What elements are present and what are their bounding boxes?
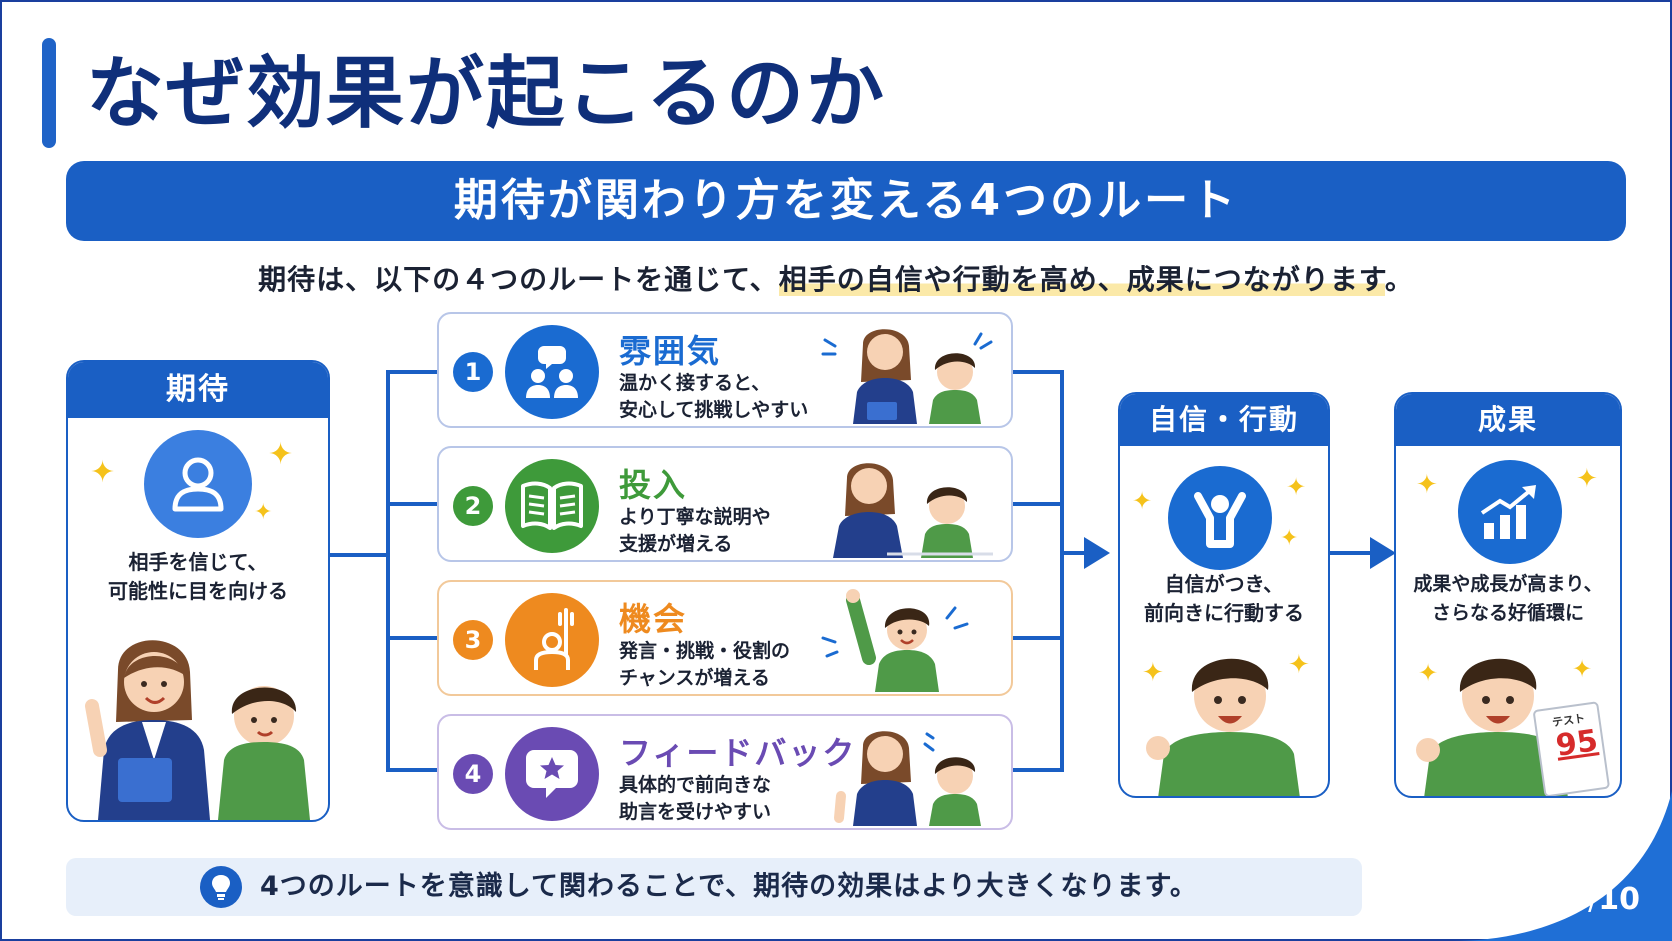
connector-line [1062,551,1088,555]
connector-line [386,636,437,640]
connector-line [1013,370,1062,374]
lightbulb-icon [200,866,242,908]
sparkle-icon: ✦ [1280,526,1299,551]
route-desc-line-2: 支援が増える [619,533,733,555]
teacher-talking-illustration [821,329,993,424]
lead-text-after: 。 [1384,263,1414,296]
confident-student-illustration [1146,658,1300,796]
route-description: 具体的で前向きな 助言を受けやすい [619,772,771,826]
route-title: フィードバック [619,734,857,772]
title-accent-bar [42,38,56,148]
page-total: 10 [1598,882,1640,917]
page-separator: / [1588,882,1599,917]
route-description: より丁寧な説明や 支援が増える [619,504,771,558]
connector-line [1013,636,1062,640]
route-desc-line-2: 助言を受けやすい [619,801,772,823]
route-number-badge: 1 [453,352,493,392]
teacher-student-illustration [85,640,310,820]
star-speech-icon [505,727,599,821]
route-number-badge: 4 [453,754,493,794]
result-panel: 成果 ✦ ✦ 成果や成長が高まり、 さらなる好循環に ✦ ✦ テスト 95 [1394,392,1622,798]
page-current: 6 [1567,882,1589,917]
confidence-panel: 自信・行動 ✦ ✦ ✦ 自信がつき、 前向きに行動する ✦ ✦ [1118,392,1330,798]
connector-bracket-right [1060,370,1064,772]
connector-line [1013,768,1062,772]
arrow-right-icon [1084,537,1110,569]
sparkle-icon: ✦ [1576,464,1598,494]
route-number-badge: 2 [453,486,493,526]
expectation-heading: 期待 [68,362,328,418]
expectation-panel: 期待 ✦ ✦ ✦ 相手を信じて、 可能性に目を向ける [66,360,330,822]
route-card-atmosphere: 1 雰囲気 温かく接すると、 安心して挑戦しやすい [437,312,1013,428]
sparkle-icon: ✦ [1418,659,1439,687]
route-card-investment: 2 投入 より丁寧な説明や 支援が増える [437,446,1013,562]
cheering-person-icon [1168,466,1272,570]
route-description: 発言・挑戦・役割の チャンスが増える [619,638,790,692]
lead-sentence: 期待は、以下の４つのルートを通じて、相手の自信や行動を高め、成果につながります。 [0,258,1672,298]
connector-line [330,553,388,557]
corner-decoration [1452,791,1672,941]
test-score: 95 [1553,723,1600,764]
route-desc-line-1: 具体的で前向きな [619,774,772,796]
sparkle-icon: ✦ [1286,473,1307,501]
sparkle-icon: ✦ [254,500,273,525]
confidence-line-1: 自信がつき、 [1164,572,1284,596]
route-description: 温かく接すると、 安心して挑戦しやすい [619,370,808,424]
growth-chart-icon [1458,460,1562,564]
route-title: 雰囲気 [619,332,722,370]
teacher-helping-illustration [833,463,993,558]
route-card-feedback: 4 フィードバック 具体的で前向きな 助言を受けやすい [437,714,1013,830]
connector-bracket-left [386,370,390,770]
route-desc-line-2: 安心して挑戦しやすい [619,399,809,421]
student-raising-hand-illustration [821,589,969,692]
connector-line [1013,502,1062,506]
sparkle-icon: ✦ [1572,655,1593,683]
lead-highlight: 相手の自信や行動を高め、成果につながります [778,263,1385,296]
lead-text-before: 期待は、以下の４つのルートを通じて、 [258,263,779,296]
person-icon [144,430,252,538]
route-desc-line-1: より丁寧な説明や [619,506,771,528]
section-banner: 期待が関わり方を変える4つのルート [66,161,1626,241]
route-desc-line-1: 発言・挑戦・役割の [619,640,791,662]
raised-hand-icon [505,593,599,687]
route-card-opportunity: 3 機会 発言・挑戦・役割の チャンスが増える [437,580,1013,696]
connector-line [386,502,437,506]
route-title: 機会 [619,600,688,638]
result-text: 成果や成長が高まり、 さらなる好循環に [1396,570,1620,628]
expectation-line-2: 可能性に目を向ける [108,579,288,603]
tip-text: 4つのルートを意識して関わることで、期待の効果はより大きくなります。 [260,871,1198,902]
sparkle-icon: ✦ [268,437,294,472]
route-number-badge: 3 [453,620,493,660]
sparkle-icon: ✦ [1142,658,1164,688]
route-title: 投入 [619,466,688,504]
connector-line [1330,551,1374,555]
result-line-1: 成果や成長が高まり、 [1413,573,1603,595]
connector-line [386,768,437,772]
tip-bar: 4つのルートを意識して関わることで、期待の効果はより大きくなります。 [66,858,1362,916]
sparkle-icon: ✦ [1132,487,1153,515]
sparkle-icon: ✦ [90,455,116,490]
confidence-heading: 自信・行動 [1120,394,1328,446]
route-desc-line-2: チャンスが増える [619,667,770,689]
expectation-line-1: 相手を信じて、 [128,550,268,574]
page-indicator: 6/10 [1567,882,1640,917]
open-book-icon [505,459,599,553]
page-title: なぜ効果が起こるのか [86,49,887,139]
sparkle-icon: ✦ [1288,650,1310,680]
arrow-right-icon [1370,537,1396,569]
result-heading: 成果 [1396,394,1620,446]
route-desc-line-1: 温かく接すると、 [619,372,771,394]
group-chat-icon [505,325,599,419]
connector-line [386,370,437,374]
result-line-2: さらなる好循環に [1431,602,1584,624]
happy-student-illustration [1416,658,1610,796]
confidence-text: 自信がつき、 前向きに行動する [1120,570,1328,628]
expectation-text: 相手を信じて、 可能性に目を向ける [68,548,328,606]
confidence-line-2: 前向きに行動する [1144,601,1304,625]
teacher-praising-illustration [834,731,981,826]
sparkle-icon: ✦ [1416,470,1438,500]
